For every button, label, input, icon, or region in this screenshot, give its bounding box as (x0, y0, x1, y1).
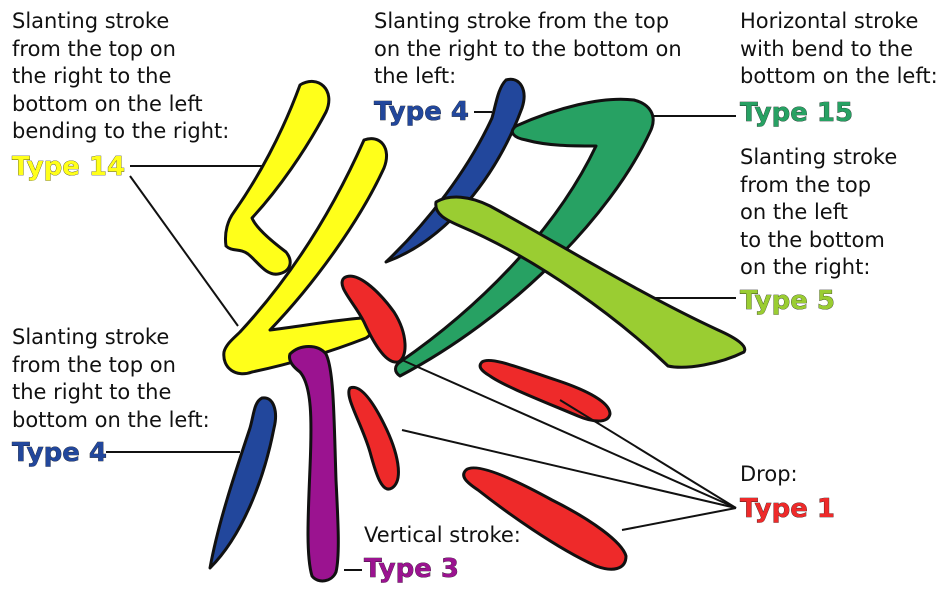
drop-description: Drop: (740, 462, 798, 486)
stroke-type1-drop-1 (340, 274, 407, 364)
type4-left-label: Type 4 (12, 438, 108, 469)
type5-label: Type 5 (740, 286, 836, 317)
stroke-type3 (288, 345, 340, 583)
type4-top-description: Slanting stroke from the top on the righ… (374, 9, 682, 88)
leader-type1-a (401, 359, 737, 509)
leader-lines (106, 111, 737, 571)
type14-description: Slanting stroke from the top on the righ… (12, 9, 230, 143)
stroke-type1-drop-2 (478, 358, 612, 423)
type15-description: Horizontal stroke with bend to the botto… (740, 9, 938, 88)
stroke-type1-drop-4 (462, 466, 628, 571)
type3-label: Type 3 (364, 554, 460, 585)
vertical-description: Vertical stroke: (364, 523, 521, 547)
leader-type14-b (129, 175, 239, 327)
type5-description: Slanting stroke from the top on the left… (740, 145, 898, 279)
type15-label: Type 15 (740, 98, 854, 129)
leader-type1-c (401, 429, 737, 509)
stroke-type14-lower (222, 137, 388, 376)
stroke-type14-upper (224, 79, 331, 276)
leader-type1-b (559, 399, 737, 509)
leader-type1-d (621, 507, 737, 531)
stroke-type4-left (208, 396, 277, 570)
type1-label: Type 1 (740, 494, 836, 525)
type14-label: Type 14 (12, 152, 126, 183)
type4-left-description: Slanting stroke from the top on the righ… (12, 325, 210, 432)
stroke-type1-drop-3 (347, 385, 400, 491)
stroke-type4-top (384, 77, 526, 264)
stroke-type5 (434, 195, 747, 369)
type4-top-label: Type 4 (374, 97, 470, 128)
stroke-type15 (394, 97, 655, 378)
